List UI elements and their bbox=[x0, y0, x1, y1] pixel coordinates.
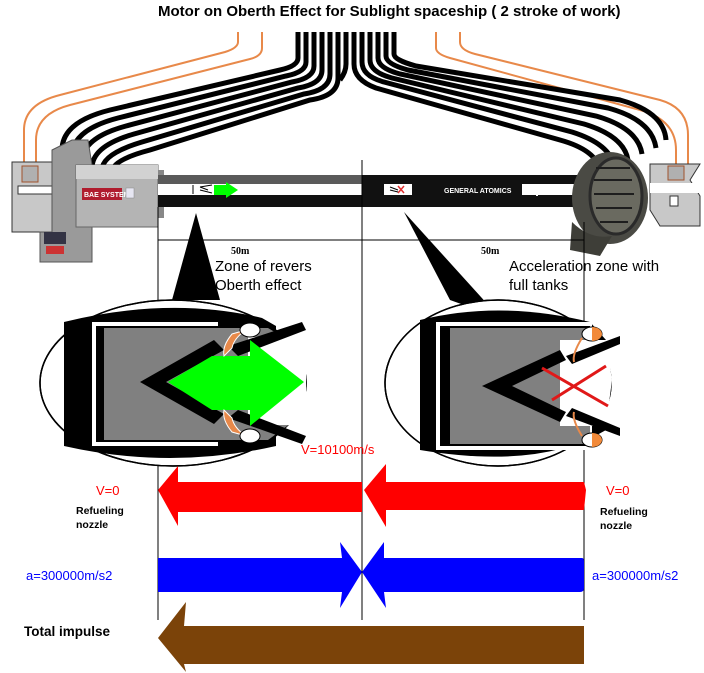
zone-left-line1: Zone of revers bbox=[215, 258, 312, 275]
bae-label-plate bbox=[82, 188, 122, 200]
diagram-title: Motor on Oberth Effect for Sublight spac… bbox=[158, 3, 621, 20]
zone-right-line1: Acceleration zone with bbox=[509, 258, 659, 275]
left-machine: BAE SYSTEMS bbox=[39, 139, 164, 263]
callout-pointer-left bbox=[172, 213, 220, 300]
velocity-arrow-left bbox=[158, 466, 362, 526]
acceleration-arrow-left bbox=[158, 542, 362, 608]
total-impulse-arrow bbox=[158, 602, 584, 672]
x-mark-small bbox=[397, 185, 405, 194]
left-mount-bracket bbox=[11, 161, 59, 233]
velocity-right: V=0 bbox=[606, 483, 630, 498]
zone-right-line2: full tanks bbox=[509, 277, 568, 294]
nozzle-left-line2: nozzle bbox=[76, 519, 108, 531]
callout-pointer-right bbox=[404, 212, 500, 318]
zone-left-line2: Oberth effect bbox=[215, 277, 302, 294]
total-impulse-label: Total impulse bbox=[24, 624, 111, 639]
right-mount-bracket bbox=[649, 163, 702, 227]
detail-bubble-right bbox=[384, 299, 620, 467]
velocity-arrow-right bbox=[364, 464, 586, 527]
distance-left: 50m bbox=[231, 246, 250, 257]
detail-bubble-left bbox=[39, 299, 307, 467]
nozzle-right-line1: Refueling bbox=[600, 506, 648, 518]
cables-right bbox=[351, 32, 669, 171]
thrust-arrow-small bbox=[214, 182, 238, 198]
acceleration-left: a=300000m/s2 bbox=[26, 568, 112, 583]
accelerator-tube: GENERAL ATOMICS bbox=[158, 175, 588, 207]
orange-wires-right bbox=[435, 32, 689, 185]
right-machine bbox=[570, 152, 648, 256]
acceleration-right: a=300000m/s2 bbox=[592, 568, 678, 583]
nozzle-right-line2: nozzle bbox=[600, 520, 632, 532]
orange-wires-left bbox=[23, 32, 263, 185]
x-mark-large bbox=[541, 364, 609, 408]
thrust-arrow-large bbox=[168, 340, 304, 426]
acceleration-arrow-right bbox=[362, 542, 584, 608]
tube-label: GENERAL ATOMICS bbox=[444, 188, 512, 195]
velocity-center: V=10100m/s bbox=[301, 442, 375, 457]
bae-brand-label: BAE SYSTEMS bbox=[84, 192, 135, 199]
cables-left bbox=[59, 32, 349, 173]
distance-right: 50m bbox=[481, 246, 500, 257]
velocity-left: V=0 bbox=[96, 483, 120, 498]
nozzle-left-line1: Refueling bbox=[76, 505, 124, 517]
